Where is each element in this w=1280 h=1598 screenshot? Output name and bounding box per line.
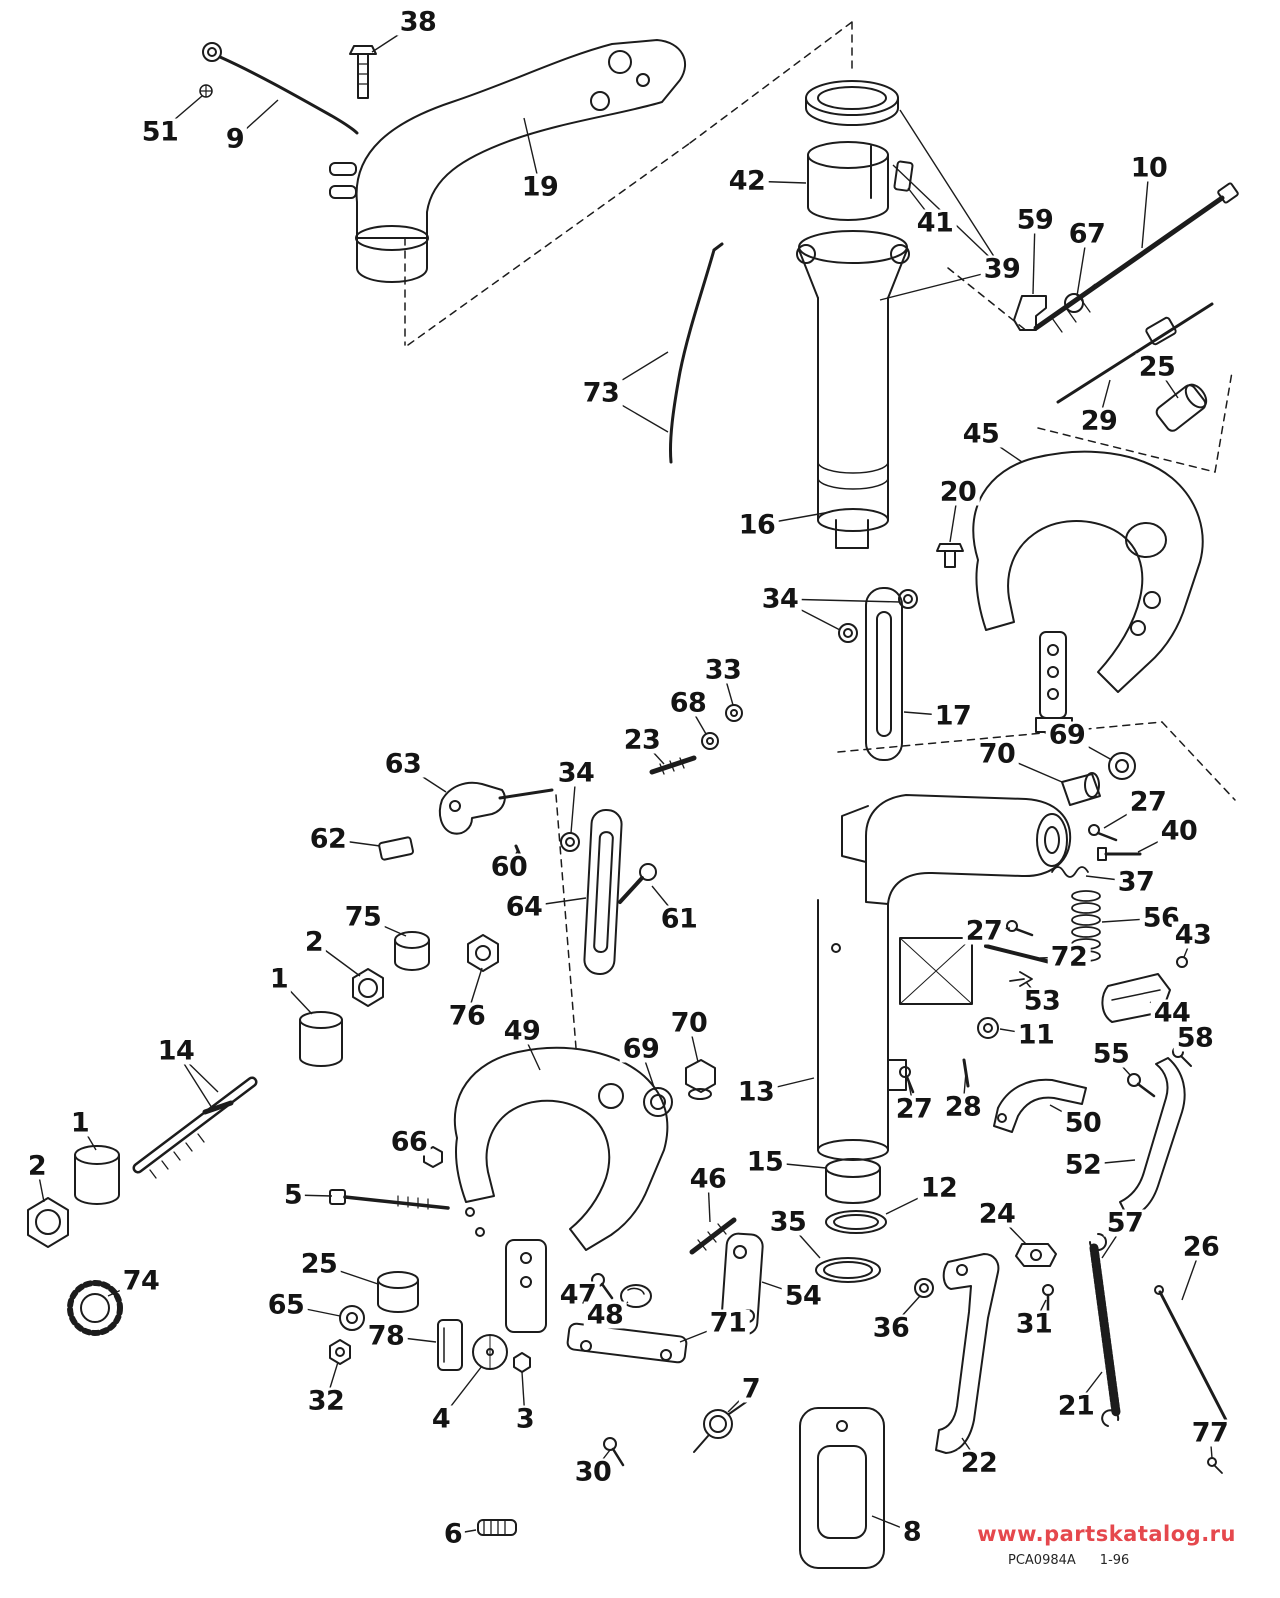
part-callout-70: 70 xyxy=(975,740,1019,768)
part-callout-66: 66 xyxy=(387,1128,431,1156)
part-callout-39: 39 xyxy=(980,255,1024,283)
part-callout-19: 19 xyxy=(518,173,562,201)
part-callout-41: 41 xyxy=(913,209,957,237)
part-callout-57: 57 xyxy=(1103,1209,1147,1237)
part-callout-16: 16 xyxy=(735,511,779,539)
part-callout-60: 60 xyxy=(487,853,531,881)
part-callout-17: 17 xyxy=(931,702,975,730)
part-callout-25: 25 xyxy=(297,1250,341,1278)
part-callout-20: 20 xyxy=(936,478,980,506)
part-callout-22: 22 xyxy=(957,1449,1001,1477)
part-callout-43: 43 xyxy=(1171,921,1215,949)
part-callout-15: 15 xyxy=(743,1148,787,1176)
part-callout-34: 34 xyxy=(758,585,802,613)
part-callout-62: 62 xyxy=(306,825,350,853)
part-callout-65: 65 xyxy=(264,1291,308,1319)
part-callout-4: 4 xyxy=(428,1405,454,1433)
part-callout-45: 45 xyxy=(959,420,1003,448)
part-callout-69: 69 xyxy=(1045,721,1089,749)
part-callout-23: 23 xyxy=(620,726,664,754)
part-callout-68: 68 xyxy=(666,689,710,717)
part-callout-64: 64 xyxy=(502,893,546,921)
part-callout-5: 5 xyxy=(280,1181,306,1209)
part-callout-69: 69 xyxy=(619,1035,663,1063)
part-callout-78: 78 xyxy=(364,1322,408,1350)
part-callout-14: 14 xyxy=(154,1037,198,1065)
part-callout-27: 27 xyxy=(892,1095,936,1123)
part-callout-7: 7 xyxy=(738,1375,764,1403)
part-callout-12: 12 xyxy=(917,1174,961,1202)
part-callout-11: 11 xyxy=(1014,1021,1058,1049)
part-callout-49: 49 xyxy=(500,1017,544,1045)
part-callout-36: 36 xyxy=(869,1314,913,1342)
part-callout-71: 71 xyxy=(706,1309,750,1337)
part-callout-3: 3 xyxy=(512,1405,538,1433)
part-callout-24: 24 xyxy=(975,1200,1019,1228)
part-callout-38: 38 xyxy=(396,8,440,36)
drawing-revision: 1-96 xyxy=(1099,1553,1130,1568)
part-callout-1: 1 xyxy=(266,965,292,993)
part-callout-54: 54 xyxy=(781,1282,825,1310)
part-callout-53: 53 xyxy=(1020,987,1064,1015)
part-callout-58: 58 xyxy=(1173,1024,1217,1052)
part-callout-2: 2 xyxy=(301,928,327,956)
part-callout-26: 26 xyxy=(1179,1233,1223,1261)
part-callout-34: 34 xyxy=(554,759,598,787)
part-callout-27: 27 xyxy=(962,917,1006,945)
part-callout-73: 73 xyxy=(579,379,623,407)
part-callout-63: 63 xyxy=(381,750,425,778)
part-callout-27: 27 xyxy=(1126,788,1170,816)
part-callout-37: 37 xyxy=(1114,868,1158,896)
watermark-url: www.partskatalog.ru xyxy=(977,1522,1236,1546)
part-callout-33: 33 xyxy=(701,656,745,684)
part-callout-48: 48 xyxy=(583,1301,627,1329)
part-callout-51: 51 xyxy=(138,118,182,146)
part-callout-59: 59 xyxy=(1013,206,1057,234)
part-callout-55: 55 xyxy=(1089,1040,1133,1068)
part-callout-46: 46 xyxy=(686,1165,730,1193)
part-callout-31: 31 xyxy=(1012,1310,1056,1338)
part-callout-76: 76 xyxy=(445,1002,489,1030)
part-callout-61: 61 xyxy=(657,905,701,933)
part-callout-72: 72 xyxy=(1047,943,1091,971)
part-callout-70: 70 xyxy=(667,1009,711,1037)
part-callout-10: 10 xyxy=(1127,154,1171,182)
part-callout-8: 8 xyxy=(899,1518,925,1546)
drawing-code-number: PCA0984A xyxy=(1008,1553,1076,1568)
part-callout-21: 21 xyxy=(1054,1392,1098,1420)
part-callout-67: 67 xyxy=(1065,220,1109,248)
part-callout-13: 13 xyxy=(734,1078,778,1106)
part-callout-52: 52 xyxy=(1061,1151,1105,1179)
part-callout-40: 40 xyxy=(1157,817,1201,845)
part-callout-2: 2 xyxy=(24,1152,50,1180)
part-callout-35: 35 xyxy=(766,1208,810,1236)
part-callout-77: 77 xyxy=(1188,1419,1232,1447)
part-callout-30: 30 xyxy=(571,1458,615,1486)
part-callout-74: 74 xyxy=(119,1267,163,1295)
part-callout-28: 28 xyxy=(941,1093,985,1121)
drawing-code: PCA0984A 1-96 xyxy=(1008,1553,1129,1568)
part-callout-32: 32 xyxy=(304,1387,348,1415)
part-callout-1: 1 xyxy=(67,1109,93,1137)
part-callout-6: 6 xyxy=(440,1520,466,1548)
part-callout-9: 9 xyxy=(222,125,248,153)
part-callout-29: 29 xyxy=(1077,407,1121,435)
part-callout-42: 42 xyxy=(725,167,769,195)
part-callout-50: 50 xyxy=(1061,1109,1105,1137)
part-callout-25: 25 xyxy=(1135,353,1179,381)
part-callout-75: 75 xyxy=(341,903,385,931)
